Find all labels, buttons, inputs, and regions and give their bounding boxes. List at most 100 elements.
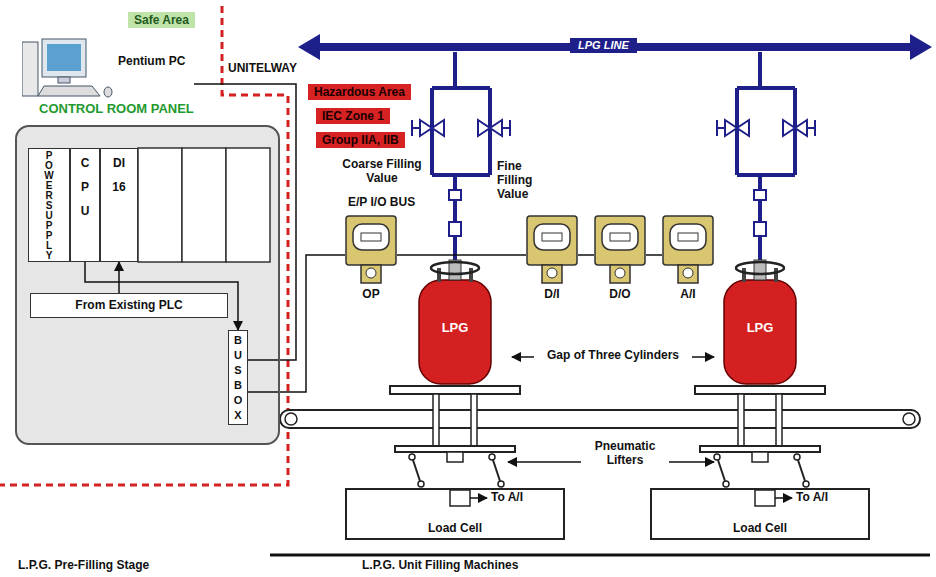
cylinder-ring — [431, 262, 479, 274]
cylinder-guard-post — [774, 268, 778, 282]
node-text: LPG — [415, 320, 495, 336]
module-display — [361, 233, 381, 241]
node-text: A/I — [662, 287, 714, 301]
io-module: A/I — [662, 215, 714, 305]
module-shape — [594, 215, 646, 285]
module-gland — [366, 268, 376, 278]
gap-arrow — [512, 356, 534, 358]
pipe-set — [412, 52, 510, 262]
edge-label: UNITELWAY — [226, 62, 299, 76]
pc-tower — [22, 42, 38, 96]
leader-arrow — [669, 461, 714, 463]
empty-slot — [182, 148, 226, 262]
node-text: Load Cell — [428, 521, 482, 535]
module-shape — [345, 215, 397, 285]
module-window — [602, 224, 638, 250]
bus-wire — [646, 254, 662, 256]
pc-mouse — [104, 87, 112, 97]
label-text: To A/I — [796, 491, 828, 505]
label-text: L.P.G. Unit Filling Machines — [362, 559, 518, 573]
pipeline-label: LPG LINE — [570, 38, 637, 53]
empty-slot — [138, 148, 182, 262]
control-panel: CONTROL ROOM PANELPOWER SUPPLYCPUDI 16Fr… — [15, 125, 280, 445]
line-arrow-head — [298, 34, 320, 60]
node-text: D/I — [526, 287, 578, 301]
module-window — [353, 224, 389, 250]
module-housing — [527, 216, 577, 265]
busbox: BUSBOX — [228, 330, 248, 425]
module-tab — [610, 265, 630, 283]
module-shape — [662, 215, 714, 285]
ground-line — [270, 554, 930, 557]
node-text: D/O — [594, 287, 646, 301]
cpu-module: CPU — [70, 148, 100, 262]
lpg-cylinder: LPG — [415, 258, 495, 386]
bus-wire — [578, 254, 594, 256]
node-text: Load Cell — [733, 521, 787, 535]
node-text: BUSBOX — [233, 333, 244, 423]
power-supply-module: POWER SUPPLY — [28, 148, 70, 262]
node-text: IEC Zone 1 — [322, 109, 384, 123]
area-tag: Safe Area — [128, 12, 195, 28]
hazard-tag: Hazardous Area — [308, 84, 411, 100]
module-housing — [595, 216, 645, 265]
module-gland — [547, 268, 557, 278]
cylinder-guard-post — [469, 268, 473, 282]
module-housing — [346, 216, 396, 265]
module-housing — [663, 216, 713, 265]
pc-workstation: Pentium PC — [22, 38, 194, 100]
node-text: POWER SUPPLY — [44, 151, 54, 261]
area-boundary — [0, 6, 288, 485]
cylinder-guard-post — [742, 268, 746, 282]
pc-screen — [47, 44, 81, 71]
module-tab — [678, 265, 698, 283]
label-text: L.P.G. Pre-Filling Stage — [18, 559, 149, 573]
module-display — [610, 233, 630, 241]
cylinder-ring — [736, 262, 784, 274]
label-text: To A/I — [491, 491, 523, 505]
panel-ground — [15, 125, 280, 445]
module-window — [670, 224, 706, 250]
node-text: LPG LINE — [578, 39, 629, 52]
io-module: D/O — [594, 215, 646, 305]
node-text: CPU — [79, 151, 91, 223]
empty-slot — [226, 148, 270, 262]
module-gland — [683, 268, 693, 278]
bus-wire — [397, 254, 526, 256]
conveyor-roller — [285, 413, 297, 425]
plc-box: From Existing PLC — [30, 293, 228, 318]
label-text: Pneumatic Lifters — [585, 440, 665, 468]
conveyor-roller — [903, 413, 915, 425]
label-text: Coarse Filling Value — [338, 158, 426, 186]
label-text: Gap of Three Cylinders — [538, 349, 688, 363]
module-shape — [526, 215, 578, 285]
node-text: LPG — [720, 320, 800, 336]
module-display — [542, 233, 562, 241]
node-text: Hazardous Area — [314, 85, 405, 99]
pc-monitor — [42, 39, 86, 77]
node-text: OP — [345, 287, 397, 301]
label-text: E/P I/O BUS — [348, 196, 415, 210]
node-text: DI 16 — [109, 151, 129, 199]
conveyor — [280, 410, 920, 428]
node-text: From Existing PLC — [75, 298, 182, 312]
leader-arrow — [508, 461, 581, 463]
pc-stand — [58, 77, 70, 83]
node-text: Group IIA, IIB — [322, 133, 399, 147]
node-text: CONTROL ROOM PANEL — [39, 101, 194, 117]
node-text: Pentium PC — [118, 54, 185, 68]
module-gland — [615, 268, 625, 278]
module-tab — [542, 265, 562, 283]
pc-icon — [22, 38, 114, 100]
bus-wire — [248, 255, 345, 392]
hazard-tag: IEC Zone 1 — [316, 108, 390, 124]
label-text: Fine Filling Value — [497, 160, 543, 201]
input-module: DI 16 — [100, 148, 138, 262]
lpg-cylinder: LPG — [720, 258, 800, 386]
load-cell-box: Load Cell — [345, 488, 565, 540]
gap-arrow — [692, 356, 714, 358]
node-text: Safe Area — [134, 13, 189, 27]
load-cell-box: Load Cell — [650, 488, 870, 540]
io-module: D/I — [526, 215, 578, 305]
bus-wire — [118, 262, 120, 293]
